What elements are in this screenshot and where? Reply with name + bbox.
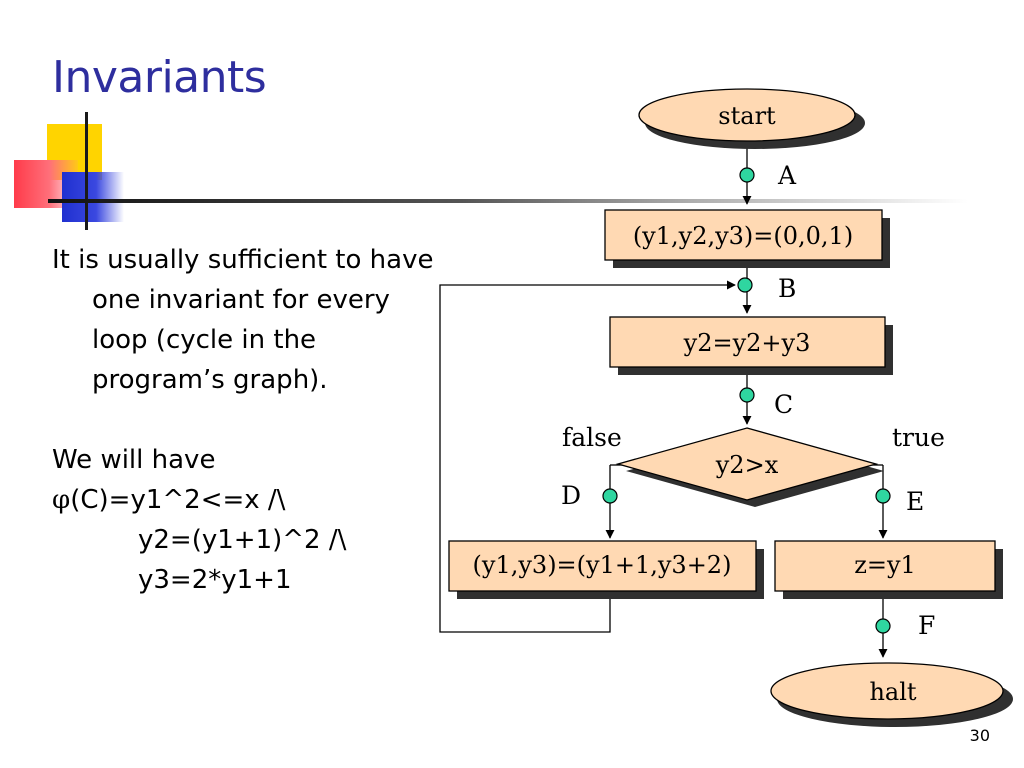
p1-line2: one invariant for every (92, 285, 390, 315)
point-f-label: F (918, 611, 935, 640)
point-e-dot (875, 488, 891, 504)
init-box: (y1,y2,y3)=(0,0,1) (604, 209, 890, 268)
halt-label: halt (869, 678, 916, 706)
p1-line3: loop (cycle in the (92, 325, 317, 355)
assign-z-label: z=y1 (854, 551, 916, 579)
decor-blue-square (62, 172, 124, 222)
phi-symbol: φ (52, 485, 71, 515)
branch-true-label: true (892, 423, 945, 452)
halt-node: halt (770, 662, 1013, 727)
point-c-dot (739, 387, 755, 403)
p1-line1: It is usually sufficient to have (52, 245, 434, 275)
p2-line2: φ(C)=y1^2<=x /\ (52, 480, 452, 520)
p2-line1: We will have (52, 445, 216, 475)
title-underline (48, 199, 968, 203)
decor-vertical-line (85, 112, 88, 230)
p1-line4: program’s graph). (92, 365, 328, 395)
update-y1y3-label: (y1,y3)=(y1+1,y3+2) (473, 551, 732, 579)
point-c-label: C (774, 390, 793, 419)
point-b-label: B (778, 274, 796, 303)
slide-title: Invariants (52, 52, 267, 103)
decision-label: y2>x (715, 451, 779, 479)
point-f-dot (875, 618, 891, 634)
start-node: start (638, 88, 865, 149)
p2-line3: y2=(y1+1)^2 /\ (138, 525, 347, 555)
point-a-dot (739, 167, 755, 183)
page-number: 30 (969, 726, 990, 745)
p2-line2-text: (C)=y1^2<=x /\ (70, 485, 286, 515)
start-label: start (718, 102, 776, 130)
assign-z-box: z=y1 (774, 540, 1003, 599)
update-y1y3-box: (y1,y3)=(y1+1,y3+2) (448, 540, 764, 599)
point-d-dot (602, 488, 618, 504)
point-a-label: A (777, 161, 797, 190)
point-b-dot (737, 277, 753, 293)
decision-node: y2>x (615, 427, 884, 507)
branch-false-label: false (562, 423, 622, 452)
update-y2-label: y2=y2+y3 (683, 329, 811, 357)
update-y2-box: y2=y2+y3 (609, 316, 893, 375)
flowchart-points (602, 167, 891, 634)
init-label: (y1,y2,y3)=(0,0,1) (633, 222, 853, 250)
point-e-label: E (906, 487, 924, 516)
point-d-label: D (561, 481, 581, 510)
body-text: It is usually sufficient to have one inv… (52, 240, 452, 600)
p2-line4: y3=2*y1+1 (138, 565, 292, 595)
